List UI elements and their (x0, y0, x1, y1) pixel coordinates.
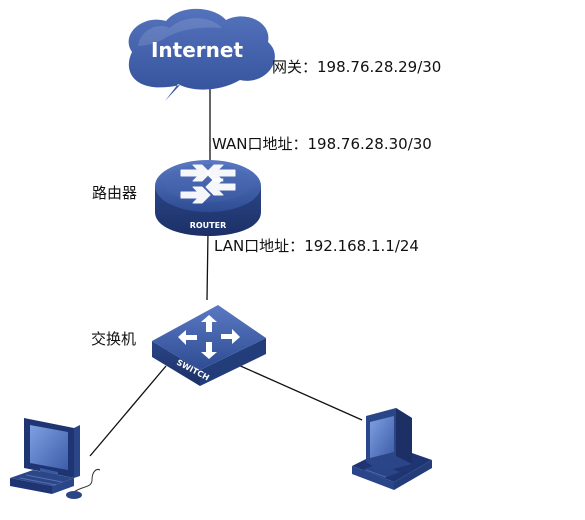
pc-left-icon (10, 418, 101, 499)
gateway-prefix: 网关： (272, 58, 318, 76)
internet-label: Internet (151, 38, 243, 62)
internet-cloud: Internet (128, 8, 275, 102)
link-switch-pc-left (89, 365, 167, 457)
wan-prefix: WAN口地址： (212, 135, 308, 153)
lan-address-label: LAN口地址：192.168.1.1/24 (214, 237, 419, 255)
link-router-switch (206, 231, 209, 301)
router-badge: ROUTER (190, 221, 227, 230)
switch-name-label: 交换机 (91, 330, 137, 348)
links (89, 88, 363, 457)
lan-prefix: LAN口地址： (214, 237, 305, 255)
wan-address: 198.76.28.30/30 (307, 135, 432, 153)
router-name-label: 路由器 (92, 184, 138, 202)
link-switch-pc-right (235, 363, 363, 421)
router-icon: ROUTER (155, 160, 261, 236)
switch-icon: SWITCH (152, 305, 266, 386)
gateway-address: 198.76.28.29/30 (317, 58, 442, 76)
lan-address: 192.168.1.1/24 (304, 237, 419, 255)
wan-address-label: WAN口地址：198.76.28.30/30 (212, 135, 432, 153)
pc-right-icon (352, 408, 432, 490)
gateway-label: 网关：198.76.28.29/30 (272, 58, 441, 76)
